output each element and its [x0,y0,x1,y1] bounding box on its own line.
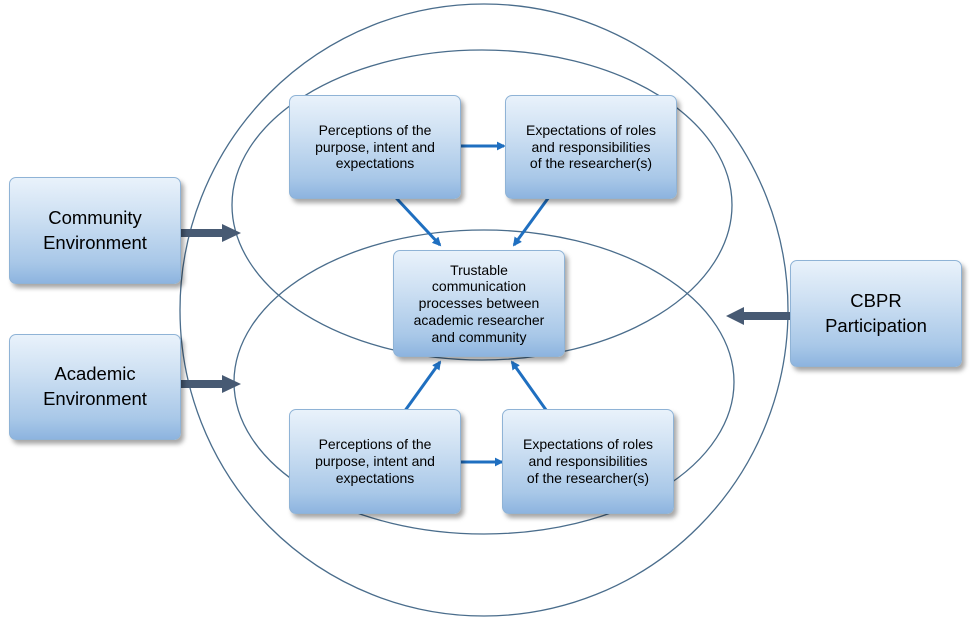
top-expectations-box: Expectations of roles and responsibiliti… [505,95,677,199]
academic-environment-arrow [160,375,241,393]
community-environment-box: Community Environment [9,177,181,284]
bottom-expectations-box: Expectations of roles and responsibiliti… [502,409,674,514]
top-expectations-label: Expectations of roles and responsibiliti… [526,121,656,172]
bottom-expectations-label: Expectations of roles and responsibiliti… [523,436,653,486]
community-environment-label: Community Environment [43,206,147,253]
upper-oval [231,49,733,361]
cbpr-participation-arrow [726,307,818,325]
bottom-perceptions-box: Perceptions of the purpose, intent and e… [289,409,461,514]
trustable-communication-label: Trustable communication processes betwee… [413,261,545,345]
trustable-communication-box: Trustable communication processes betwee… [393,250,565,357]
academic-environment-box: Academic Environment [9,334,181,440]
cbpr-participation-label: CBPR Participation [825,289,927,336]
academic-environment-label: Academic Environment [43,363,147,409]
community-environment-arrow [160,224,241,242]
top-perceptions-label: Perceptions of the purpose, intent and e… [315,121,435,172]
cbpr-participation-box: CBPR Participation [790,260,962,367]
outer-circle [179,3,789,617]
top-perceptions-box: Perceptions of the purpose, intent and e… [289,95,461,199]
bottom-perceptions-label: Perceptions of the purpose, intent and e… [315,436,435,486]
